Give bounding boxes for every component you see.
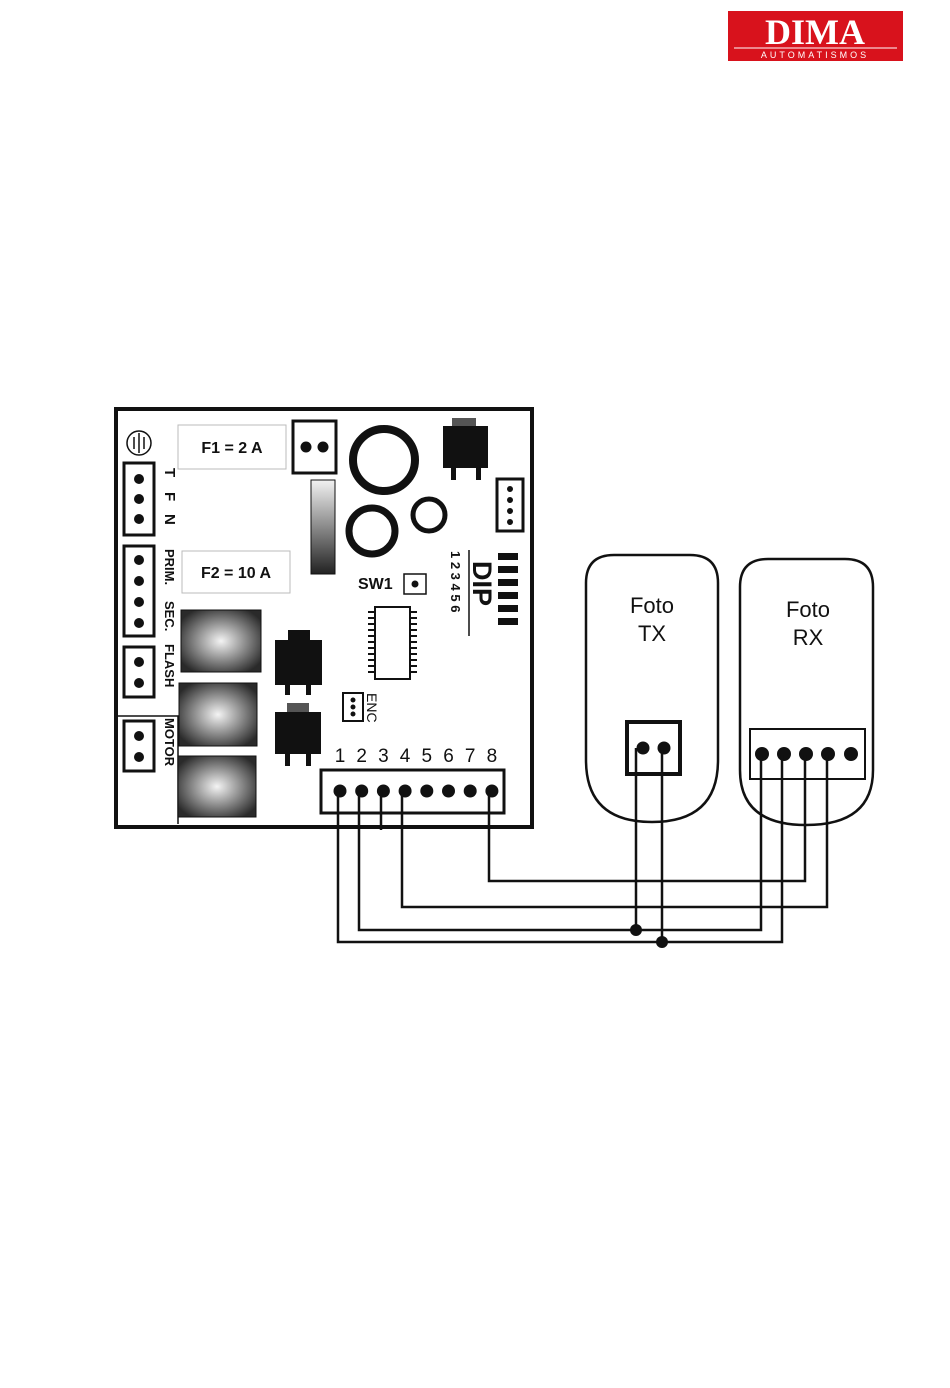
label-t: T <box>161 468 178 477</box>
enc-label: ENC <box>364 693 380 723</box>
tx-label-line2: TX <box>638 621 666 646</box>
gradient-component <box>311 480 335 574</box>
terminal-pin-7 <box>464 785 477 798</box>
tx-label-line1: Foto <box>630 593 674 618</box>
relay-1 <box>181 610 261 672</box>
terminal-block-tfn <box>124 463 154 535</box>
connector-2pin <box>293 421 336 473</box>
label-f: F <box>161 492 178 501</box>
terminal-number-4: 4 <box>400 746 411 767</box>
microchip <box>368 607 417 679</box>
rx-label-line2: RX <box>793 625 824 650</box>
rx-label-line1: Foto <box>786 597 830 622</box>
terminal-pin-2 <box>355 785 368 798</box>
terminal-number-7: 7 <box>465 746 476 767</box>
terminal-block-flash <box>124 647 154 697</box>
dip-numbers: 1 2 3 4 5 6 <box>448 551 463 612</box>
fuse2-label: F2 = 10 A <box>201 565 272 582</box>
terminal-pin-1 <box>334 785 347 798</box>
terminal-pin-8 <box>485 785 498 798</box>
connector-4pin <box>497 479 523 531</box>
terminal-pin-6 <box>442 785 455 798</box>
terminal-pin-5 <box>420 785 433 798</box>
enc-connector <box>343 693 363 721</box>
terminal-pin-3 <box>377 785 390 798</box>
terminal-number-5: 5 <box>422 746 433 767</box>
terminal-block-prim-sec <box>124 546 154 636</box>
logo-tagline: AUTOMATISMOS <box>761 50 869 60</box>
control-board: F1 = 2 A F2 = 10 A T F N PRIM. SEC. FLAS… <box>116 409 532 827</box>
label-motor: MOTOR <box>162 718 177 767</box>
terminal-number-6: 6 <box>443 746 454 767</box>
terminal-number-1: 1 <box>335 746 346 767</box>
terminal-pin-4 <box>399 785 412 798</box>
terminal-number-3: 3 <box>378 746 389 767</box>
terminal-block-motor <box>124 721 154 771</box>
dip-label: DIP <box>467 561 497 606</box>
sw1-label: SW1 <box>358 576 393 593</box>
label-sec: SEC. <box>162 601 177 631</box>
dima-logo: DIMA AUTOMATISMOS <box>728 11 903 61</box>
fuse1-label: F1 = 2 A <box>201 440 263 457</box>
relay-2 <box>179 683 257 746</box>
label-n: N <box>161 514 178 525</box>
label-prim: PRIM. <box>162 549 177 585</box>
label-flash: FLASH <box>162 644 177 687</box>
relay-3 <box>178 756 256 817</box>
logo-brand: DIMA <box>765 12 865 52</box>
terminal-number-2: 2 <box>356 746 367 767</box>
photocell-tx: Foto TX <box>586 555 718 822</box>
terminal-number-8: 8 <box>487 746 498 767</box>
